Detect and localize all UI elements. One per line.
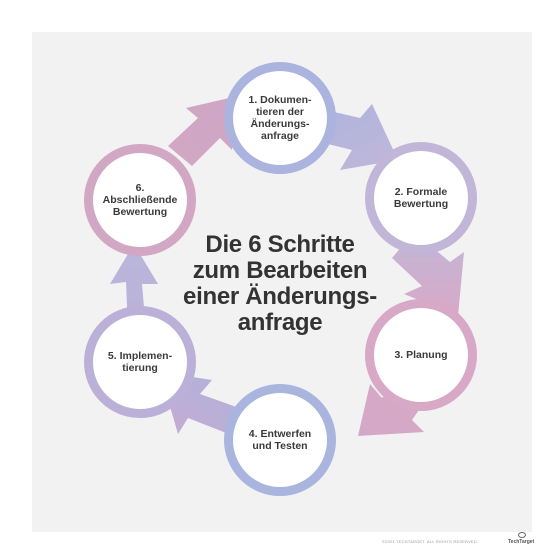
step-2-node: 2. Formale Bewertung	[365, 142, 477, 254]
copyright-text: ©2021 TECHTARGET. ALL RIGHTS RESERVED.	[382, 539, 479, 544]
step-1-label: 1. Dokumen- tieren der Änderungs- anfrag…	[248, 94, 312, 142]
arrow-5-to-6	[110, 244, 158, 330]
step-2-label: 2. Formale Bewertung	[393, 186, 449, 210]
step-3-label: 3. Planung	[394, 349, 448, 361]
techtarget-logo: TechTarget	[508, 532, 534, 548]
step-5-node: 5. Implemen- tierung	[84, 306, 196, 418]
step-3-node: 3. Planung	[365, 299, 477, 411]
step-4-node: 4. Entwerfen und Testen	[224, 384, 336, 496]
step-5-label: 5. Implemen- tierung	[107, 350, 173, 374]
step-6-label: 6. Abschließende Bewertung	[102, 182, 178, 218]
diagram-title: Die 6 Schritte zum Bearbeiten einer Ände…	[183, 231, 377, 336]
logo-text: TechTarget	[508, 539, 535, 545]
arrow-6-to-1	[168, 96, 238, 166]
step-4-label: 4. Entwerfen und Testen	[248, 428, 312, 452]
step-1-node: 1. Dokumen- tieren der Änderungs- anfrag…	[224, 62, 336, 174]
eye-logo-icon	[518, 532, 526, 538]
step-6-node: 6. Abschließende Bewertung	[84, 144, 196, 256]
